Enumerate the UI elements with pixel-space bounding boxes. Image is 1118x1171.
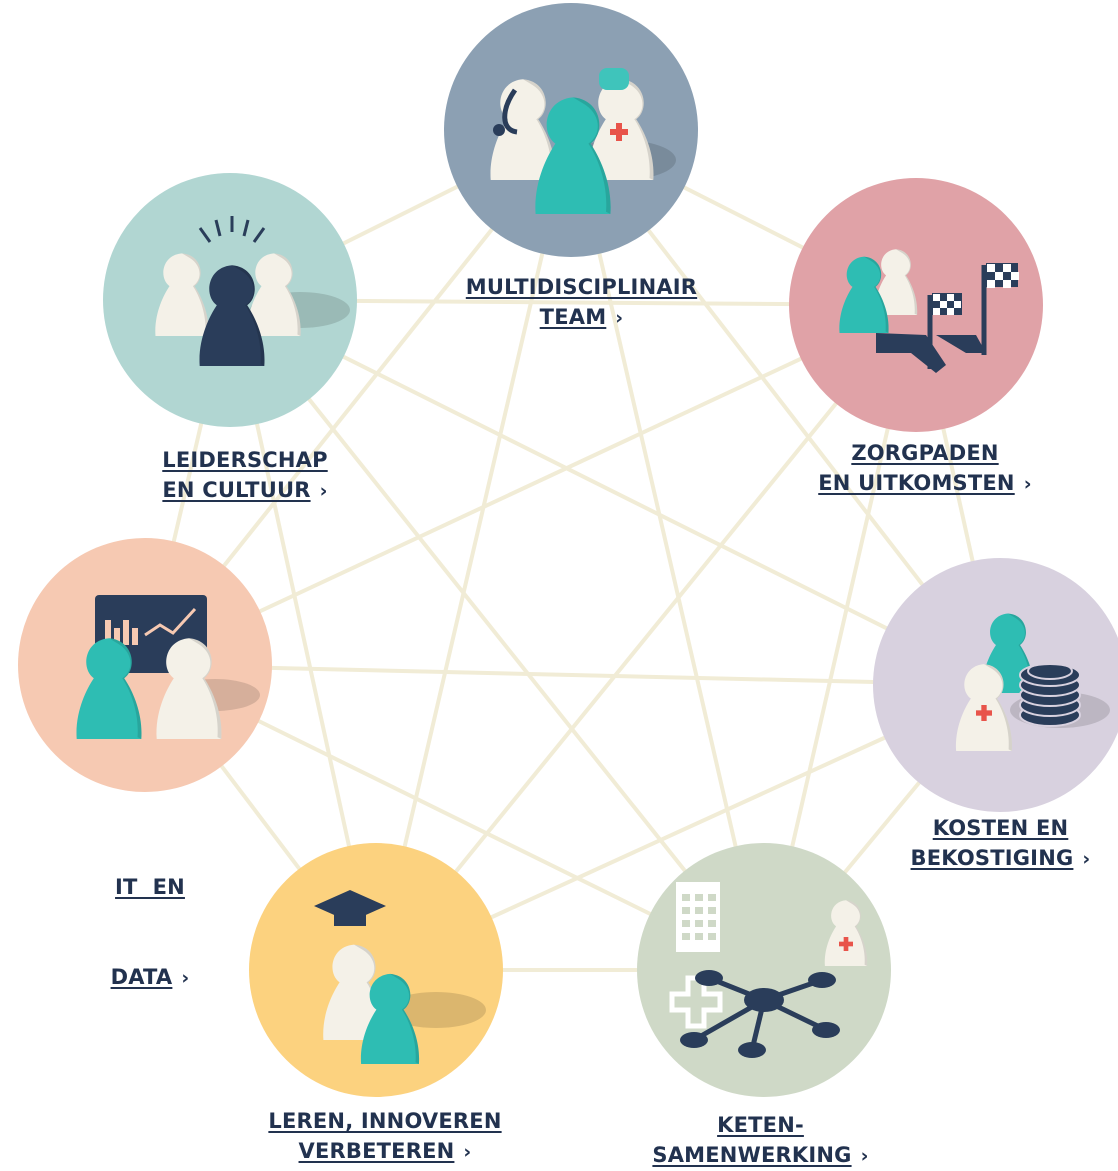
link-ketensamenwerking[interactable]: KETEN- SAMENWERKING› xyxy=(652,1113,869,1167)
network-node xyxy=(738,1042,766,1058)
network-icon xyxy=(669,882,868,1058)
chart-line xyxy=(144,607,197,637)
network-node xyxy=(695,970,723,986)
chevron-right-icon: › xyxy=(615,307,624,329)
graduation-cap-icon xyxy=(314,890,486,1064)
chart-bar xyxy=(123,620,129,645)
chevron-right-icon: › xyxy=(860,1145,869,1167)
connection-line xyxy=(228,298,766,972)
red-cross-icon xyxy=(976,705,992,721)
connection-line xyxy=(374,129,573,971)
radiance-ray xyxy=(252,227,266,243)
circle-zorgpaden-uitkomsten[interactable] xyxy=(789,178,1043,432)
connection-line xyxy=(229,298,1001,687)
radiance-ray xyxy=(214,219,222,237)
graduation-cap-icon xyxy=(314,890,386,922)
chart-bar xyxy=(114,628,120,645)
pathways-flags-icon xyxy=(839,249,1019,373)
pawn-icon xyxy=(199,265,265,366)
radiance-ray xyxy=(242,219,250,237)
network-hub xyxy=(744,988,784,1012)
link-zorgpaden-uitkomsten[interactable]: ZORGPADEN EN UITKOMSTEN› xyxy=(818,441,1032,495)
chevron-right-icon: › xyxy=(319,480,328,502)
link-multidisciplinair-team[interactable]: MULTIDISCIPLINAIR TEAM› xyxy=(465,275,698,329)
pawn-icon xyxy=(156,638,222,739)
radiance-ray xyxy=(198,227,212,243)
chevron-right-icon: › xyxy=(1082,848,1091,870)
shadow xyxy=(386,992,486,1028)
red-cross-icon xyxy=(610,123,628,141)
mask-icon xyxy=(599,68,629,90)
stethoscope-icon xyxy=(502,88,518,135)
chart-bar xyxy=(132,628,138,645)
network-node xyxy=(808,972,836,988)
pawn-icon xyxy=(535,97,611,214)
pawn-icon xyxy=(839,256,889,333)
network-node xyxy=(812,1022,840,1038)
chevron-right-icon: › xyxy=(1023,473,1032,495)
pawn-icon xyxy=(360,973,420,1064)
circle-it-data[interactable] xyxy=(18,538,272,792)
pawn-icon xyxy=(824,900,868,966)
circle-multidisciplinair-team[interactable] xyxy=(444,3,698,257)
coins-icon xyxy=(955,613,1110,751)
circle-leren-innoveren[interactable] xyxy=(249,843,503,1097)
connection-line xyxy=(569,129,766,971)
link-leiderschap-cultuur[interactable]: LEIDERSCHAP EN CULTUUR› xyxy=(162,448,328,502)
monitor-chart-icon xyxy=(76,595,260,739)
team-pawns-icon xyxy=(490,68,676,214)
red-cross-icon xyxy=(839,937,853,951)
chevron-right-icon: › xyxy=(463,1141,472,1163)
hospital-icon xyxy=(676,882,720,952)
network-node xyxy=(680,1032,708,1048)
circle-kosten-bekostiging[interactable] xyxy=(873,558,1118,812)
chevron-right-icon: › xyxy=(181,967,190,989)
path-arrow xyxy=(936,335,986,353)
circle-leiderschap-cultuur[interactable] xyxy=(103,173,357,427)
circle-ketensamenwerking[interactable] xyxy=(637,843,891,1097)
leader-pawn-icon xyxy=(155,216,350,366)
link-kosten-bekostiging[interactable]: KOSTEN EN BEKOSTIGING› xyxy=(910,816,1091,870)
circle-background xyxy=(249,843,503,1097)
pawn-icon xyxy=(76,638,142,739)
link-it-data[interactable]: IT EN DATA› xyxy=(110,875,190,989)
connection-line xyxy=(144,303,917,667)
connection-line xyxy=(144,663,1001,687)
medical-cross-icon xyxy=(669,975,723,1029)
topic-circles xyxy=(18,3,1118,1097)
euro-icon xyxy=(1027,662,1073,680)
pawn-icon xyxy=(874,249,918,315)
chart-bar xyxy=(105,620,111,645)
connection-line xyxy=(374,303,918,972)
pawn-icon xyxy=(247,253,301,336)
link-leren-innoveren[interactable]: LEREN, INNOVEREN VERBETEREN› xyxy=(268,1109,502,1163)
circle-background xyxy=(637,843,891,1097)
